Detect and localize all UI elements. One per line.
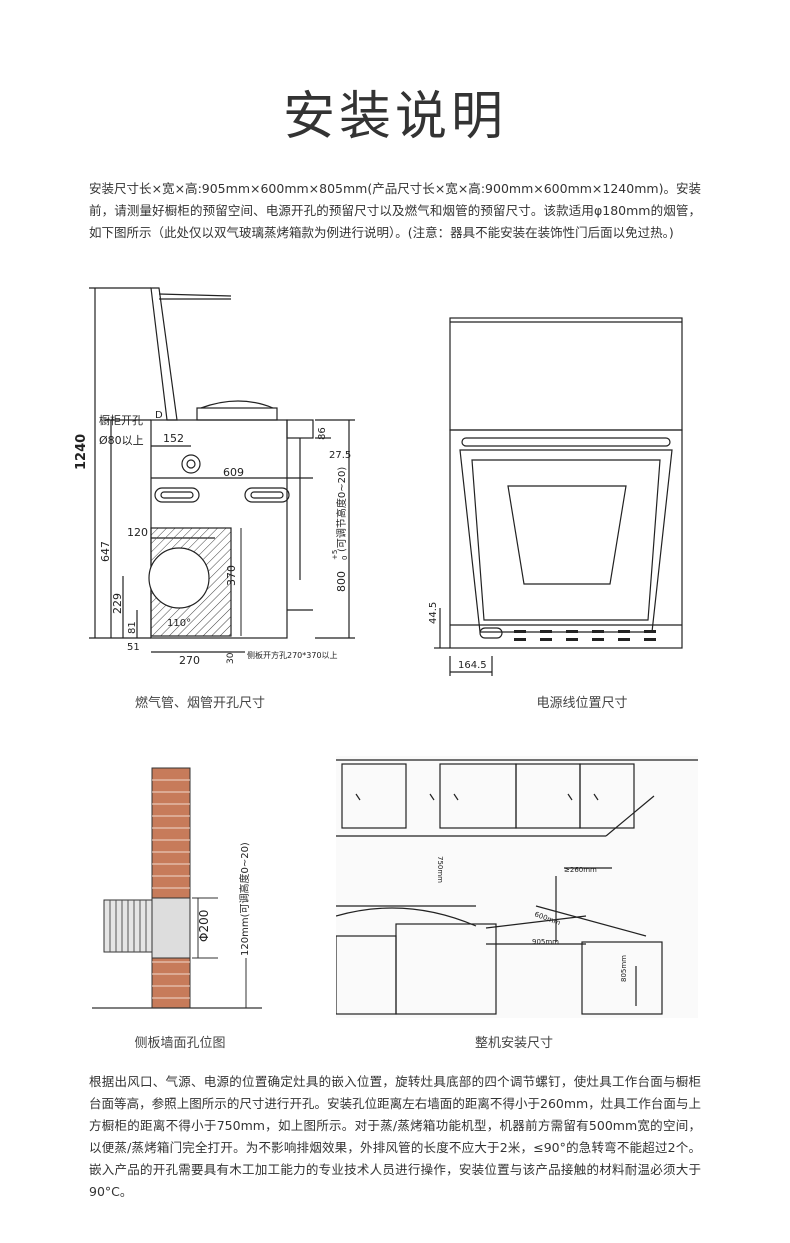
label-51: 51 — [127, 642, 140, 653]
label-229: 229 — [111, 593, 124, 614]
label-cabinet-hole: 橱柜开孔 — [99, 413, 143, 427]
label-270: 270 — [179, 654, 200, 667]
power-cord-diagram: 44.5 164.5 — [428, 317, 683, 676]
label-44-5: 44.5 — [428, 602, 439, 624]
notes-paragraph: 根据出风口、气源、电源的位置确定灶具的嵌入位置，旋转灶具底部的四个调节螺钉，使灶… — [89, 1074, 701, 1199]
install-diagram: 750mm ≥260mm 600mm 905mm 805mm — [336, 756, 698, 1018]
label-905: 905mm — [532, 938, 559, 946]
label-800-sup: +5 — [331, 550, 339, 560]
intro-paragraph: 安装尺寸长×宽×高:905mm×600mm×805mm(产品尺寸长×宽×高:90… — [89, 181, 701, 240]
label-152: 152 — [163, 432, 184, 445]
label-260: ≥260mm — [564, 866, 597, 874]
caption-gas-pipe: 燃气管、烟管开孔尺寸 — [134, 696, 265, 711]
caption-install: 整机安装尺寸 — [474, 1036, 553, 1051]
label-30: 30 — [226, 652, 236, 664]
label-110-deg: 110° — [167, 618, 191, 629]
wall-hole-diagram: Φ200 120mm(可调高度0~20) — [92, 767, 262, 1009]
caption-wall-hole: 侧板墙面孔位图 — [134, 1036, 226, 1051]
label-adjust-height: (可调节高度0~20) — [335, 467, 348, 552]
label-800: 800 — [335, 571, 348, 592]
label-mark-d: D — [155, 410, 163, 421]
label-d80: Ø80以上 — [99, 434, 144, 447]
caption-power-cord: 电源线位置尺寸 — [536, 696, 628, 711]
label-27-5: 27.5 — [329, 450, 351, 461]
label-d200: Φ200 — [197, 910, 211, 942]
label-164-5: 164.5 — [458, 660, 487, 671]
label-86: 86 — [317, 427, 328, 440]
label-120mm: 120mm(可调高度0~20) — [238, 842, 251, 956]
label-side-hole: 侧板开方孔270*370以上 — [247, 650, 338, 660]
label-750: 750mm — [436, 856, 444, 883]
label-647: 647 — [99, 541, 112, 562]
label-805: 805mm — [620, 955, 628, 982]
page-title: 安装说明 — [282, 87, 507, 147]
label-1240: 1240 — [75, 434, 89, 470]
gas-pipe-diagram: 1240 橱柜开孔 Ø80以上 152 609 86 27.5 120 647 … — [75, 287, 355, 667]
label-800-sub: 0 — [341, 556, 349, 560]
label-120: 120 — [127, 526, 148, 539]
label-609: 609 — [223, 466, 244, 479]
label-370: 370 — [225, 565, 238, 586]
label-81: 81 — [127, 621, 138, 634]
